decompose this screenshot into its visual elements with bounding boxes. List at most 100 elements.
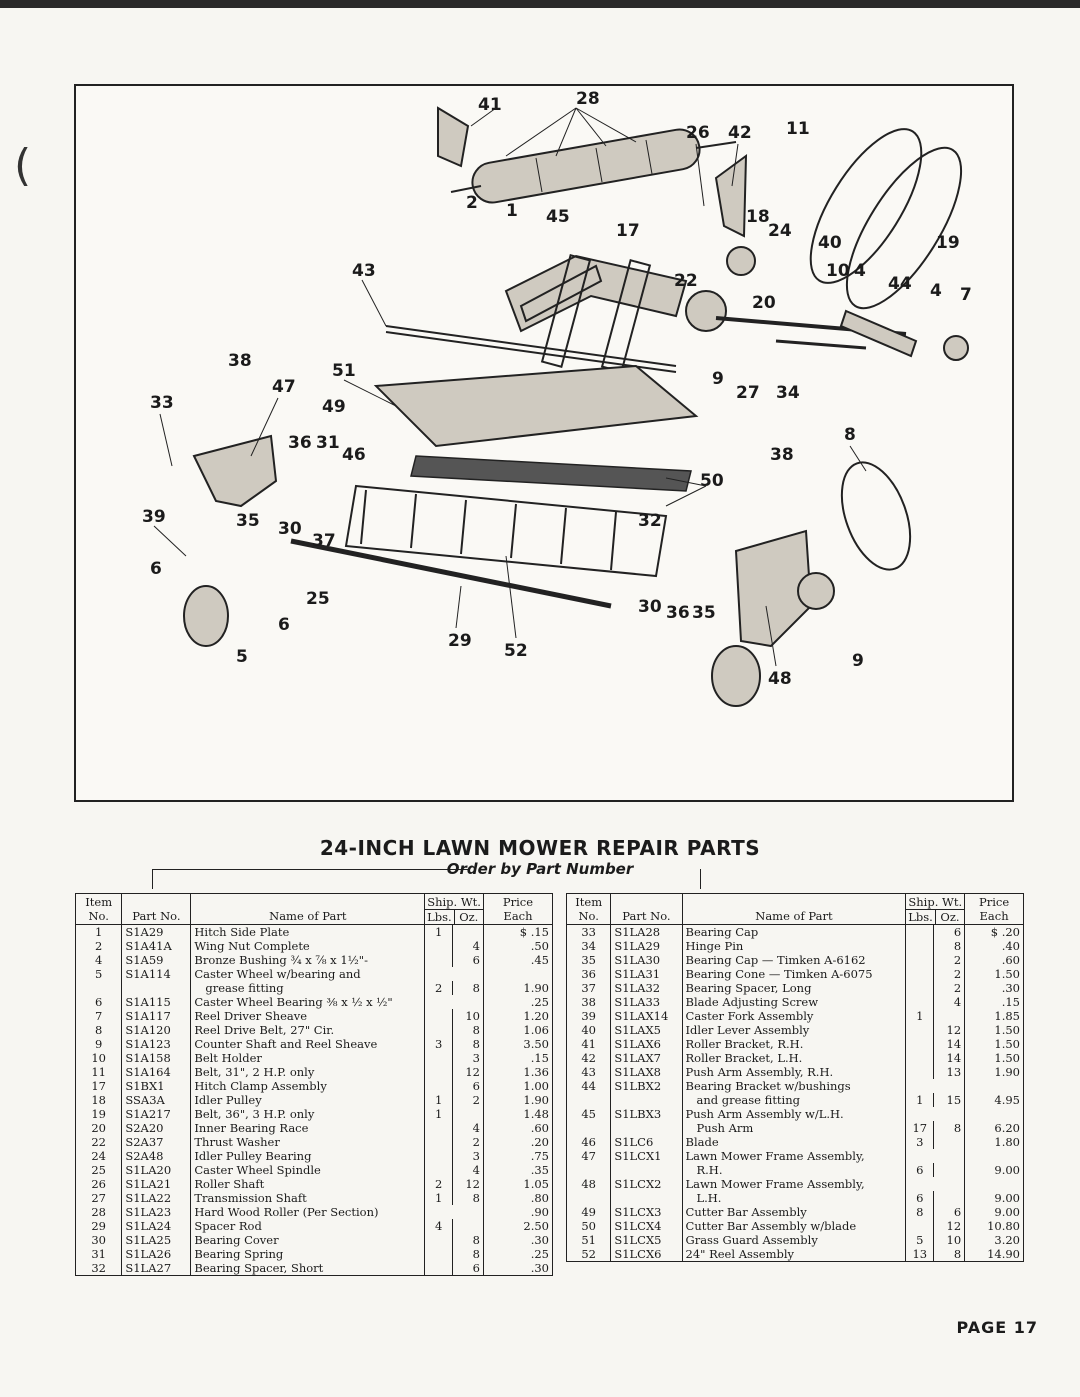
lbs-cell: [425, 1051, 452, 1065]
oz-cell: 2: [452, 1135, 483, 1150]
oz-cell: [452, 925, 483, 940]
part-number-cell: S1A59: [121, 953, 191, 968]
ship-weight-cell: [905, 1107, 965, 1122]
price-cell: .15: [964, 995, 1024, 1010]
part-number-cell: S1LA33: [610, 995, 683, 1010]
oz-cell: 6: [933, 925, 964, 940]
oz-cell: 8: [452, 1247, 483, 1262]
callout-39: 39: [142, 507, 166, 527]
lbs-cell: 17: [912, 1121, 928, 1136]
part-number-cell: S1A217: [121, 1107, 191, 1122]
item-cell: 35: [581, 953, 596, 968]
price-cell: [964, 1149, 1024, 1164]
oz-cell: 6: [933, 1205, 964, 1220]
part-name-cell: Inner Bearing Race: [190, 1121, 425, 1136]
part-number-cell: S1A29: [121, 924, 191, 940]
part-name-cell: Lawn Mower Frame Assembly,: [681, 1149, 906, 1164]
callout-35: 35: [236, 511, 260, 531]
price-cell: .40: [964, 939, 1024, 954]
price-cell: 1.90: [964, 1065, 1024, 1080]
callout-18: 18: [746, 207, 770, 227]
lbs-cell: 3: [435, 1037, 443, 1052]
oz-cell: [933, 1135, 964, 1150]
ship-weight-cell: 4: [424, 1121, 484, 1136]
lbs-cell: [906, 981, 933, 995]
item-cell: 32: [91, 1261, 106, 1276]
part-name-cell: Idler Pulley: [190, 1093, 425, 1108]
callout-42: 42: [728, 123, 752, 143]
lbs-cell: [906, 1037, 933, 1051]
price-cell: 1.48: [482, 1107, 553, 1122]
part-number-cell: S1LA32: [610, 981, 683, 996]
part-number-cell: S1A158: [121, 1051, 191, 1066]
lbs-cell: [425, 1233, 452, 1247]
ship-weight-cell: 6: [424, 953, 484, 968]
callout-17: 17: [616, 221, 640, 241]
idler-pulley-drawing: [726, 246, 756, 276]
ship-weight-cell: 6: [424, 1261, 484, 1276]
oz-cell: 2: [933, 981, 964, 996]
oz-label: Oz.: [934, 910, 964, 925]
price-cell: 3.20: [964, 1233, 1024, 1248]
price-cell: .90: [482, 1205, 553, 1220]
ship-weight-cell: [424, 1205, 484, 1220]
oz-cell: 8: [452, 981, 483, 996]
oz-cell: 12: [452, 1065, 483, 1080]
item-cell: 22: [91, 1135, 106, 1150]
ship-weight-cell: [905, 1177, 965, 1192]
part-number-cell: S1LCX1: [610, 1149, 683, 1164]
callout-20: 20: [752, 293, 776, 313]
item-cell: 6: [95, 995, 103, 1010]
callout-25: 25: [306, 589, 330, 609]
part-number-cell: S1A123: [121, 1037, 191, 1052]
oz-cell: 13: [933, 1065, 964, 1080]
part-name-cell: Idler Lever Assembly: [681, 1023, 906, 1038]
part-number-cell: S1LA29: [610, 939, 683, 954]
part-number-cell: [610, 1093, 683, 1108]
oz-cell: 14: [933, 1037, 964, 1052]
callout-5: 5: [236, 647, 248, 667]
ship-weight-cell: 14: [905, 1051, 965, 1066]
price-cell: 1.50: [964, 1023, 1024, 1038]
callout-49: 49: [322, 397, 346, 417]
callout-34: 34: [776, 383, 800, 403]
lbs-cell: [425, 1163, 452, 1177]
price-cell: .25: [482, 995, 553, 1010]
price-cell: 1.90: [482, 1093, 553, 1108]
part-number-cell: S1LCX4: [610, 1219, 683, 1234]
col-price-header: Price Each: [964, 893, 1024, 926]
callout-52: 52: [504, 641, 528, 661]
callout-38b: 38: [770, 445, 794, 465]
lbs-cell: [425, 1149, 452, 1163]
callout-29: 29: [448, 631, 472, 651]
item-cell: 1: [95, 925, 103, 940]
lbs-cell: [425, 1247, 452, 1261]
item-cell: 20: [91, 1121, 106, 1136]
price-cell: .30: [964, 981, 1024, 996]
part-number-cell: S1LA26: [121, 1247, 191, 1262]
callout-9: 9: [712, 369, 724, 389]
lbs-cell: [906, 925, 933, 939]
oz-cell: 6: [452, 1261, 483, 1276]
oz-cell: 4: [452, 939, 483, 954]
oz-cell: [933, 1191, 964, 1206]
page-subtitle: Order by Part Number: [446, 860, 634, 878]
price-cell: [964, 1107, 1024, 1122]
price-cell: .80: [482, 1191, 553, 1206]
item-cell: 24: [91, 1149, 106, 1164]
item-cell: 40: [581, 1023, 596, 1038]
part-name-cell: Bearing Cover: [190, 1233, 425, 1248]
item-cell: 49: [581, 1205, 596, 1220]
col-shipwt-header: Ship. Wt. Lbs. Oz.: [424, 893, 484, 926]
